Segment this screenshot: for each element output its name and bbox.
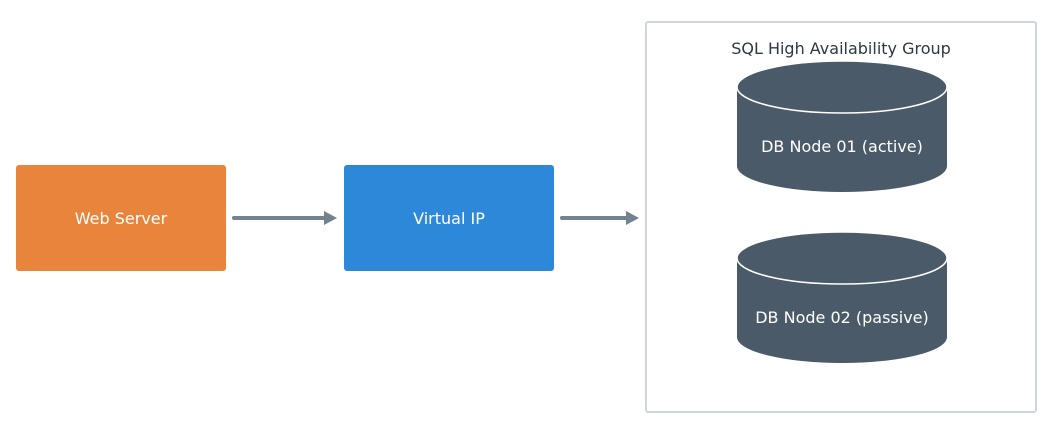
sql-ha-group-title: SQL High Availability Group [731,39,951,58]
cylinder-top [736,231,948,285]
edge-vip-to-group [560,211,639,225]
cylinder-top [736,60,948,114]
web-server-node: Web Server [16,165,226,271]
arrowhead-icon [626,211,639,225]
web-server-label: Web Server [74,208,168,228]
arrowhead-icon [324,211,337,225]
cylinder-body [737,87,947,192]
sql-ha-group: SQL High Availability Group [645,21,1037,413]
cylinder-body [737,258,947,363]
virtual-ip-label: Virtual IP [413,208,485,228]
db-node-01-label: DB Node 01 (active) [761,137,923,156]
db-node-01-cylinder [736,60,948,192]
virtual-ip-node: Virtual IP [344,165,554,271]
db-node-02-cylinder [736,231,948,363]
db-node-02-label: DB Node 02 (passive) [755,308,929,327]
edge-web-to-vip [232,211,337,225]
